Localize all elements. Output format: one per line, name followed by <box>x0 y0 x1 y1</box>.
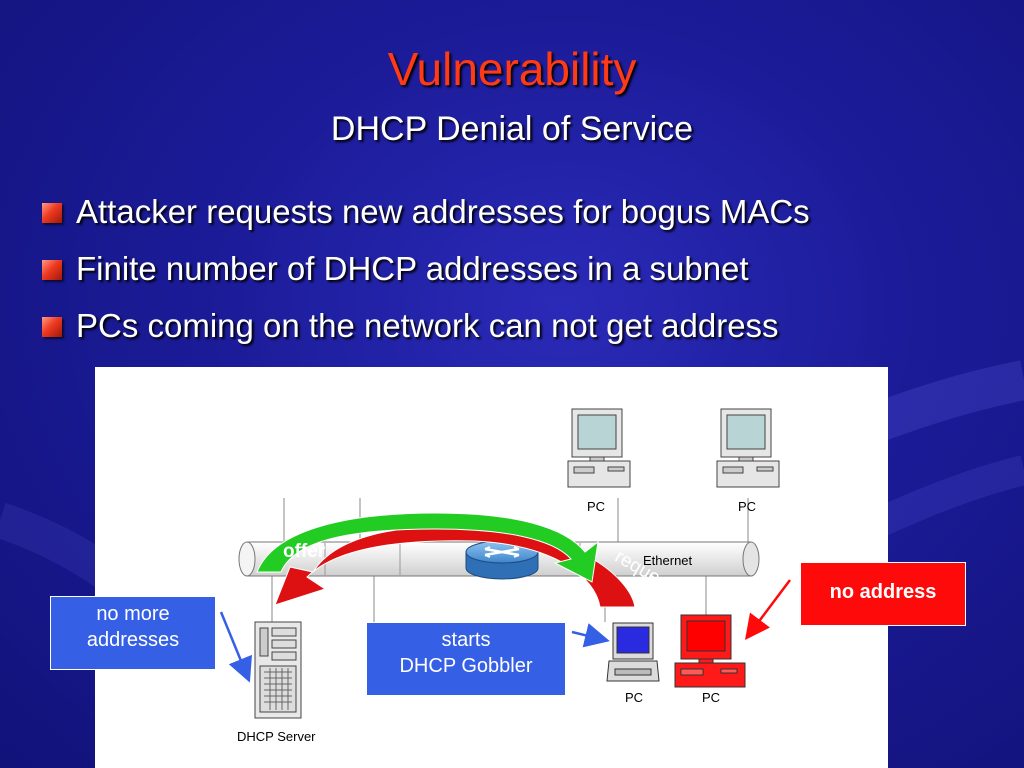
ethernet-label: Ethernet <box>643 553 693 568</box>
starts-dhcp-gobbler-callout: starts DHCP Gobbler <box>366 622 566 696</box>
pc-top-left-icon <box>567 408 631 488</box>
bullet-text: Attacker requests new addresses for bogu… <box>76 193 810 230</box>
offer-arrow <box>256 512 599 583</box>
attacker-pc-icon <box>606 622 660 682</box>
callout-line: starts <box>441 629 491 651</box>
bullet-text: Finite number of DHCP addresses in a sub… <box>76 250 749 287</box>
slide-subtitle: DHCP Denial of Service <box>330 110 694 148</box>
square-bullet-icon <box>42 317 62 337</box>
bullet-item: Attacker requests new addresses for bogu… <box>40 190 810 247</box>
bullet-list: Attacker requests new addresses for bogu… <box>40 190 810 361</box>
callout-line: addresses <box>86 629 180 651</box>
no-address-callout: no address <box>800 562 966 626</box>
square-bullet-icon <box>42 203 62 223</box>
network-diagram: Ethernet request offer PC <box>237 408 780 744</box>
pc-top-left-label: PC <box>587 499 605 514</box>
callout-line: no more <box>96 603 170 625</box>
network-diagram-panel: Ethernet request offer PC <box>95 367 888 768</box>
victim-pc-icon <box>674 614 746 688</box>
attacker-pc-label: PC <box>625 690 643 705</box>
victim-pc-label: PC <box>702 690 720 705</box>
no-more-addresses-callout: no more addresses <box>50 596 216 670</box>
callout-line: DHCP Gobbler <box>399 655 533 677</box>
bullet-item: Finite number of DHCP addresses in a sub… <box>40 247 810 304</box>
pc-top-right-label: PC <box>738 499 756 514</box>
square-bullet-icon <box>42 260 62 280</box>
bullet-text: PCs coming on the network can not get ad… <box>76 307 779 344</box>
pc-top-right-icon <box>716 408 780 488</box>
dhcp-server-icon <box>254 621 302 719</box>
slide-title: Vulnerability <box>387 43 637 95</box>
callout-text: no address <box>829 581 937 603</box>
bullet-item: PCs coming on the network can not get ad… <box>40 304 810 361</box>
dhcp-server-label: DHCP Server <box>237 729 316 744</box>
offer-arrow-label: offer <box>283 541 326 562</box>
